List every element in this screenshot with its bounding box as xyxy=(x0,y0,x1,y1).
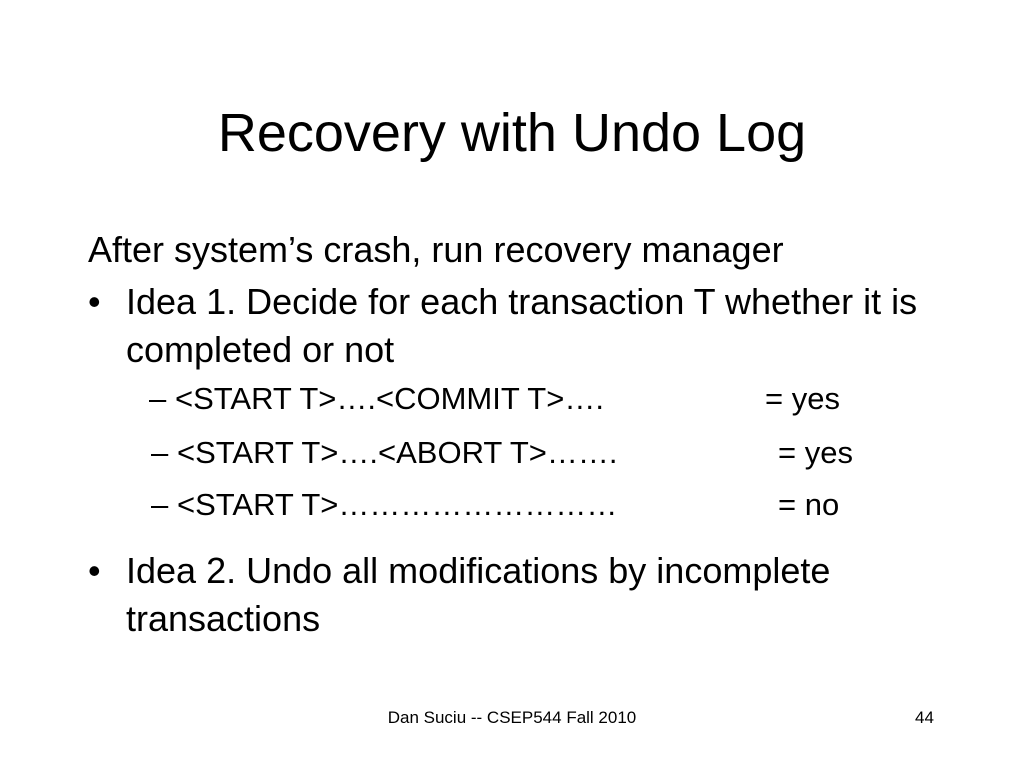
sub-item-commit: – <START T>….<COMMIT T>…. = yes xyxy=(149,379,909,419)
bullet-mark: • xyxy=(88,281,101,322)
footer-text: Dan Suciu -- CSEP544 Fall 2010 xyxy=(387,708,637,727)
bullet-mark: • xyxy=(88,550,101,591)
intro-paragraph: After system’s crash, run recovery manag… xyxy=(88,229,784,270)
sub-item-dash: – xyxy=(151,435,169,470)
bullet-text: Idea 1. Decide for each transaction T wh… xyxy=(126,281,918,370)
bullet-item-idea-2: • Idea 2. Undo all modifications by inco… xyxy=(88,547,948,643)
sub-item-abort: – <START T>….<ABORT T>……. = yes xyxy=(151,433,911,473)
sub-item-value: = no xyxy=(778,487,840,522)
sub-item-dash: – xyxy=(151,487,169,522)
slide-title: Recovery with Undo Log xyxy=(217,103,807,163)
slide-body: After system’s crash, run recovery manag… xyxy=(88,226,948,648)
bullet-text: Idea 2. Undo all modifications by incomp… xyxy=(126,550,831,639)
sub-item-incomplete: – <START T>……………………… = no xyxy=(151,485,911,525)
page-number: 44 xyxy=(915,708,934,727)
sub-item-value: = yes xyxy=(765,381,840,416)
sub-list: – <START T>….<COMMIT T>…. = yes – <START… xyxy=(149,379,948,541)
sub-item-value: = yes xyxy=(778,435,853,470)
sub-item-text: <START T>….<ABORT T>……. xyxy=(177,435,618,470)
sub-item-text: <START T>……………………… xyxy=(177,487,618,522)
sub-item-text: <START T>….<COMMIT T>…. xyxy=(175,381,604,416)
bullet-item-idea-1: • Idea 1. Decide for each transaction T … xyxy=(88,278,948,374)
sub-item-dash: – xyxy=(149,381,167,416)
